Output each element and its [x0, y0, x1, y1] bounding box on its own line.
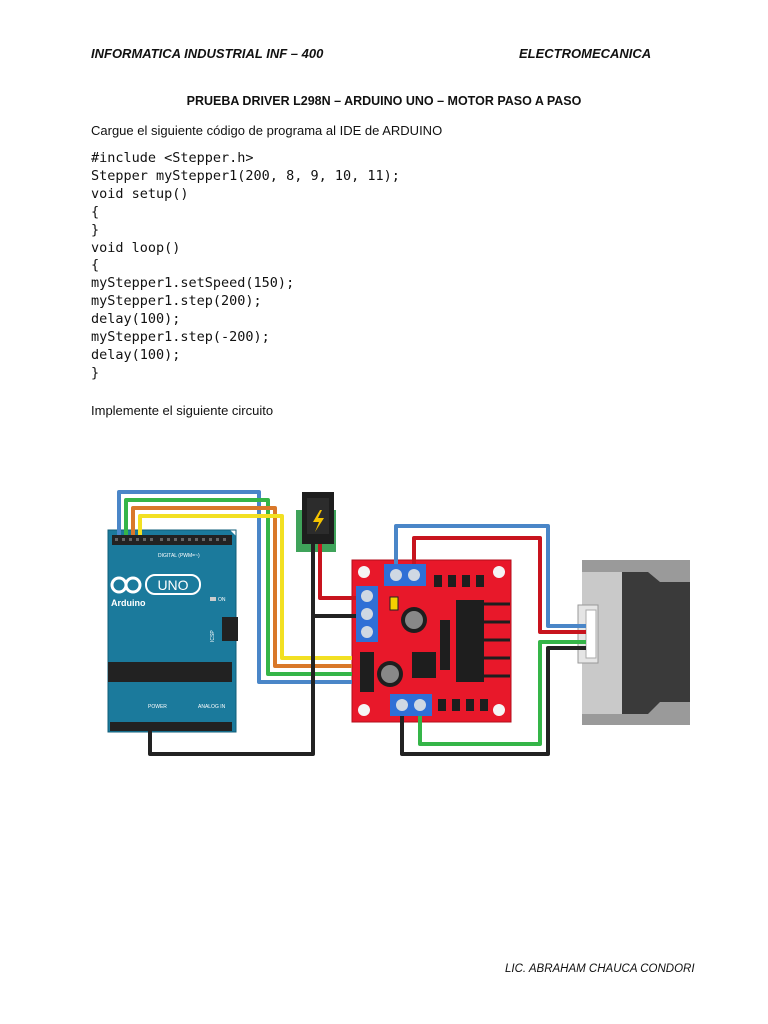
wire-black [148, 544, 315, 756]
dc-power-jack [296, 492, 336, 552]
stepper-motor [577, 560, 690, 725]
arduino-uno-text: UNO [157, 577, 188, 593]
code-block: #include <Stepper.h>Stepper myStepper1(2… [91, 150, 400, 383]
code-line: myStepper1.step(-200); [91, 329, 270, 346]
code-line: delay(100); [91, 346, 181, 363]
digital-label: DIGITAL (PWM=~) [158, 553, 200, 559]
code-line: { [91, 203, 100, 220]
intro-text: Cargue el siguiente código de programa a… [91, 123, 443, 138]
analog-label: ANALOG IN [198, 704, 226, 710]
wire-orange [131, 506, 352, 668]
wire-yellow [138, 514, 352, 660]
l298n-driver-board [351, 559, 512, 723]
arduino-uno-board: DIGITAL (PWM=~) UNO Arduino ON ICSP POWE… [107, 529, 238, 733]
header-course: INFORMATICA INDUSTRIAL INF – 400 [91, 46, 324, 61]
on-label: ON [218, 597, 226, 603]
icsp-label: ICSP [210, 630, 216, 642]
wire-blue [117, 490, 352, 684]
arduino-logo: UNO Arduino [110, 574, 201, 608]
code-line: myStepper1.setSpeed(150); [91, 275, 295, 292]
circuit-instruction: Implemente el siguiente circuito [91, 403, 274, 418]
code-line: Stepper myStepper1(200, 8, 9, 10, 11); [91, 167, 400, 184]
circuit-diagram: DIGITAL (PWM=~) UNO Arduino ON ICSP POWE… [107, 490, 690, 756]
code-line: void loop() [91, 239, 181, 256]
lightning-icon [313, 510, 324, 532]
code-line: } [91, 364, 100, 381]
code-line: myStepper1.step(200); [91, 293, 262, 310]
code-line: { [91, 257, 100, 274]
code-line: delay(100); [91, 311, 181, 328]
power-label: POWER [148, 704, 167, 710]
page-title: PRUEBA DRIVER L298N – ARDUINO UNO – MOTO… [186, 94, 582, 108]
code-line: } [91, 221, 100, 238]
code-line: void setup() [91, 185, 189, 202]
footer-author: LIC. ABRAHAM CHAUCA CONDORI [505, 963, 695, 975]
arduino-brand-text: Arduino [111, 598, 146, 608]
header-department: ELECTROMECANICA [519, 46, 652, 61]
wire-green [124, 498, 352, 676]
code-line: #include <Stepper.h> [91, 150, 254, 166]
wire-red [318, 544, 356, 600]
